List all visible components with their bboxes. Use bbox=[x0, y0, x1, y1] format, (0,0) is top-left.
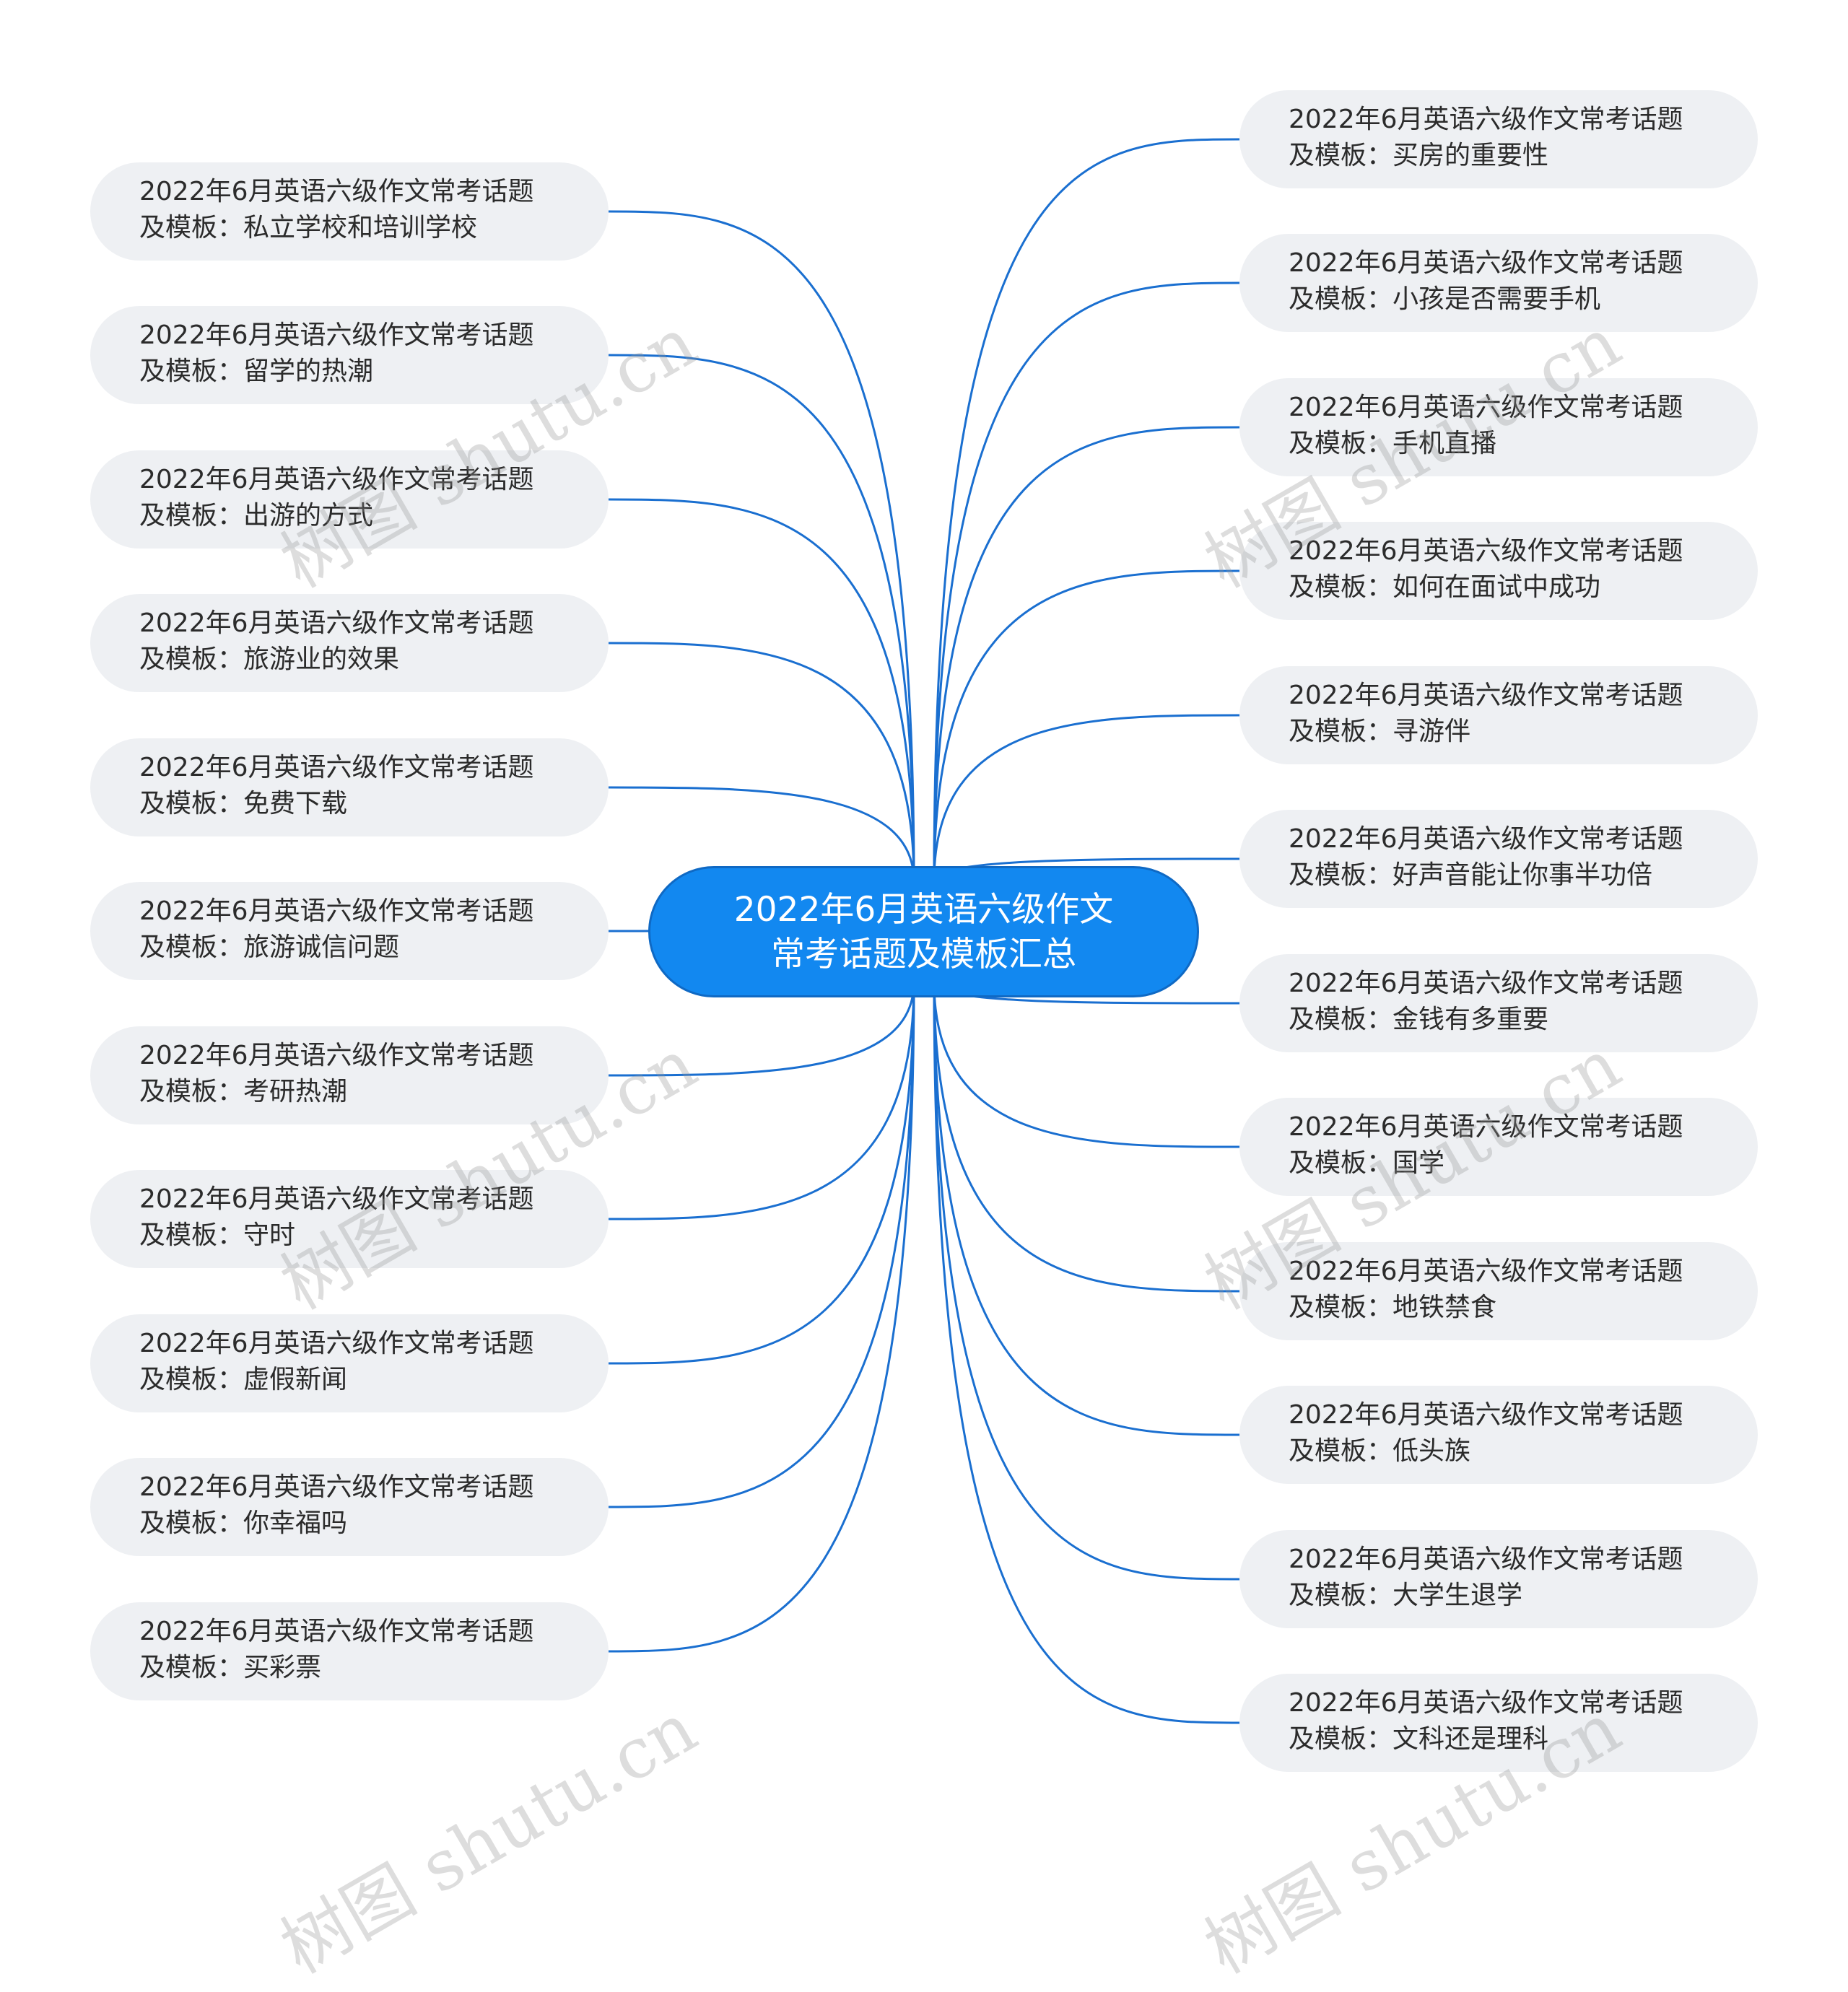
topic-line1: 2022年6月英语六级作文常考话题 bbox=[139, 1041, 534, 1070]
left-topic-node[interactable]: 2022年6月英语六级作文常考话题 及模板：虚假新闻 bbox=[90, 1314, 609, 1412]
topic-line2: 及模板：寻游伴 bbox=[1289, 717, 1471, 746]
topic-line1: 2022年6月英语六级作文常考话题 bbox=[139, 1472, 534, 1502]
connector-line bbox=[608, 982, 915, 1077]
topic-line1: 2022年6月英语六级作文常考话题 bbox=[139, 177, 534, 206]
topic-line1: 2022年6月英语六级作文常考话题 bbox=[139, 896, 534, 926]
left-topic-node[interactable]: 2022年6月英语六级作文常考话题 及模板：考研热潮 bbox=[90, 1026, 609, 1124]
topic-line2: 及模板：如何在面试中成功 bbox=[1289, 572, 1601, 602]
connector-line bbox=[608, 642, 915, 882]
central-topic-line2: 常考话题及模板汇总 bbox=[771, 935, 1076, 974]
topic-line1: 2022年6月英语六级作文常考话题 bbox=[1289, 1400, 1683, 1430]
topic-line1: 2022年6月英语六级作文常考话题 bbox=[1289, 1688, 1683, 1718]
topic-line1: 2022年6月英语六级作文常考话题 bbox=[1289, 1112, 1683, 1142]
left-topic-node[interactable]: 2022年6月英语六级作文常考话题 及模板：旅游业的效果 bbox=[90, 594, 609, 692]
topic-line1: 2022年6月英语六级作文常考话题 bbox=[1289, 824, 1683, 854]
left-topic-node[interactable]: 2022年6月英语六级作文常考话题 及模板：免费下载 bbox=[90, 738, 609, 836]
topic-line2: 及模板：国学 bbox=[1289, 1148, 1445, 1178]
connector-line bbox=[933, 982, 1240, 1724]
left-topic-node[interactable]: 2022年6月英语六级作文常考话题 及模板：你幸福吗 bbox=[90, 1458, 609, 1556]
topic-line2: 及模板：私立学校和培训学校 bbox=[139, 213, 478, 243]
topic-line2: 及模板：你幸福吗 bbox=[139, 1508, 348, 1538]
right-topic-node[interactable]: 2022年6月英语六级作文常考话题 及模板：金钱有多重要 bbox=[1239, 954, 1758, 1052]
topic-line1: 2022年6月英语六级作文常考话题 bbox=[1289, 1545, 1683, 1574]
right-topic-node[interactable]: 2022年6月英语六级作文常考话题 及模板：国学 bbox=[1239, 1098, 1758, 1196]
connector-line bbox=[608, 354, 915, 882]
topic-line1: 2022年6月英语六级作文常考话题 bbox=[139, 320, 534, 350]
connector-line bbox=[608, 210, 915, 882]
right-topic-node[interactable]: 2022年6月英语六级作文常考话题 及模板：寻游伴 bbox=[1239, 666, 1758, 764]
topic-line2: 及模板：留学的热潮 bbox=[139, 357, 374, 386]
topic-line1: 2022年6月英语六级作文常考话题 bbox=[139, 753, 534, 782]
topic-line2: 及模板：出游的方式 bbox=[139, 501, 374, 530]
topic-line2: 及模板：低头族 bbox=[1289, 1436, 1471, 1466]
right-topic-node[interactable]: 2022年6月英语六级作文常考话题 及模板：小孩是否需要手机 bbox=[1239, 234, 1758, 332]
central-topic-node[interactable]: 2022年6月英语六级作文 常考话题及模板汇总 bbox=[648, 866, 1199, 997]
topic-line1: 2022年6月英语六级作文常考话题 bbox=[1289, 1257, 1683, 1286]
connector-line bbox=[933, 426, 1240, 882]
right-topic-node[interactable]: 2022年6月英语六级作文常考话题 及模板：地铁禁食 bbox=[1239, 1242, 1758, 1340]
left-topic-node[interactable]: 2022年6月英语六级作文常考话题 及模板：出游的方式 bbox=[90, 450, 609, 549]
topic-line1: 2022年6月英语六级作文常考话题 bbox=[139, 1329, 534, 1358]
right-topic-node[interactable]: 2022年6月英语六级作文常考话题 及模板：低头族 bbox=[1239, 1386, 1758, 1484]
left-topic-node[interactable]: 2022年6月英语六级作文常考话题 及模板：旅游诚信问题 bbox=[90, 882, 609, 980]
connector-line bbox=[933, 982, 1240, 1581]
topic-line1: 2022年6月英语六级作文常考话题 bbox=[1289, 681, 1683, 710]
topic-line1: 2022年6月英语六级作文常考话题 bbox=[1289, 969, 1683, 998]
topic-line2: 及模板：旅游业的效果 bbox=[139, 645, 400, 674]
right-topic-node[interactable]: 2022年6月英语六级作文常考话题 及模板：手机直播 bbox=[1239, 378, 1758, 476]
connector-line bbox=[608, 982, 915, 1653]
topic-line1: 2022年6月英语六级作文常考话题 bbox=[1289, 536, 1683, 566]
connector-line bbox=[608, 498, 915, 882]
topic-line2: 及模板：大学生退学 bbox=[1289, 1581, 1523, 1610]
topic-line2: 及模板：地铁禁食 bbox=[1289, 1293, 1497, 1322]
topic-line2: 及模板：手机直播 bbox=[1289, 429, 1497, 458]
topic-line2: 及模板：文科还是理科 bbox=[1289, 1724, 1549, 1754]
right-topic-node[interactable]: 2022年6月英语六级作文常考话题 及模板：买房的重要性 bbox=[1239, 90, 1758, 188]
right-topic-node[interactable]: 2022年6月英语六级作文常考话题 及模板：文科还是理科 bbox=[1239, 1674, 1758, 1772]
connector-line bbox=[608, 982, 915, 1220]
topic-line2: 及模板：买房的重要性 bbox=[1289, 141, 1549, 170]
connector-line bbox=[933, 281, 1240, 882]
topic-line1: 2022年6月英语六级作文常考话题 bbox=[139, 1617, 534, 1646]
mind-map-canvas: 2022年6月英语六级作文 常考话题及模板汇总 2022年6月英语六级作文常考话… bbox=[90, 90, 1758, 1989]
left-topic-node[interactable]: 2022年6月英语六级作文常考话题 及模板：留学的热潮 bbox=[90, 306, 609, 404]
connector-line bbox=[933, 982, 1240, 1293]
topic-line2: 及模板：金钱有多重要 bbox=[1289, 1005, 1549, 1034]
topic-line1: 2022年6月英语六级作文常考话题 bbox=[139, 608, 534, 638]
right-topic-node[interactable]: 2022年6月英语六级作文常考话题 及模板：如何在面试中成功 bbox=[1239, 522, 1758, 620]
connector-line bbox=[608, 982, 915, 1508]
topic-line2: 及模板：旅游诚信问题 bbox=[139, 932, 400, 962]
left-topic-node[interactable]: 2022年6月英语六级作文常考话题 及模板：私立学校和培训学校 bbox=[90, 162, 609, 261]
connector-line bbox=[933, 569, 1240, 882]
topic-line1: 2022年6月英语六级作文常考话题 bbox=[1289, 393, 1683, 422]
connector-line bbox=[933, 982, 1240, 1148]
topic-line1: 2022年6月英语六级作文常考话题 bbox=[139, 465, 534, 494]
topic-line1: 2022年6月英语六级作文常考话题 bbox=[1289, 248, 1683, 278]
topic-line2: 及模板：好声音能让你事半功倍 bbox=[1289, 860, 1653, 890]
topic-line2: 及模板：买彩票 bbox=[139, 1653, 322, 1682]
connector-line bbox=[933, 982, 1240, 1436]
connector-line bbox=[608, 982, 915, 1365]
central-topic-line1: 2022年6月英语六级作文 bbox=[733, 890, 1114, 930]
left-topic-node[interactable]: 2022年6月英语六级作文常考话题 及模板：守时 bbox=[90, 1170, 609, 1268]
topic-line2: 及模板：守时 bbox=[139, 1220, 296, 1250]
topic-line2: 及模板：免费下载 bbox=[139, 789, 348, 818]
topic-line2: 及模板：虚假新闻 bbox=[139, 1365, 348, 1394]
left-topic-node[interactable]: 2022年6月英语六级作文常考话题 及模板：买彩票 bbox=[90, 1602, 609, 1700]
connector-line bbox=[933, 138, 1240, 882]
topic-line2: 及模板：考研热潮 bbox=[139, 1077, 348, 1106]
right-topic-node[interactable]: 2022年6月英语六级作文常考话题 及模板：大学生退学 bbox=[1239, 1530, 1758, 1628]
connector-line bbox=[933, 714, 1240, 882]
topic-line1: 2022年6月英语六级作文常考话题 bbox=[139, 1184, 534, 1214]
connector-line bbox=[608, 786, 915, 882]
topic-line2: 及模板：小孩是否需要手机 bbox=[1289, 284, 1601, 314]
topic-line1: 2022年6月英语六级作文常考话题 bbox=[1289, 105, 1683, 134]
right-topic-node[interactable]: 2022年6月英语六级作文常考话题 及模板：好声音能让你事半功倍 bbox=[1239, 810, 1758, 908]
